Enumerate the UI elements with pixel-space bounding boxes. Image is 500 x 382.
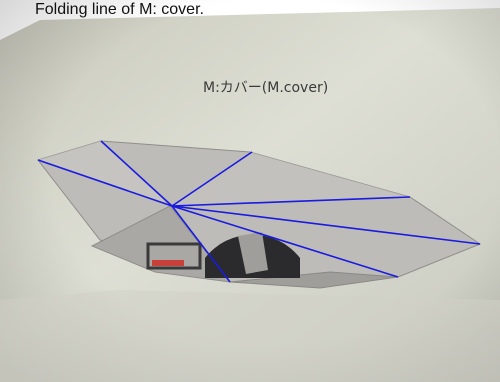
paper-foreground (0, 290, 500, 382)
figure-caption: Folding line of M: cover. (35, 1, 204, 18)
fold-line (171, 205, 399, 278)
fold-line (171, 151, 253, 207)
cover-left-facet (38, 141, 170, 206)
red-mark (152, 260, 184, 266)
fold-line (37, 159, 173, 207)
fold-line (171, 205, 231, 283)
small-frame (146, 242, 202, 270)
fold-line (171, 196, 411, 207)
model-label: M:カバー(M.cover) (203, 80, 328, 96)
hub-slot (238, 232, 268, 274)
folding-lines (37, 140, 481, 283)
fold-line (171, 205, 481, 245)
cover-right-facet (170, 152, 410, 206)
fold-line (100, 140, 173, 207)
